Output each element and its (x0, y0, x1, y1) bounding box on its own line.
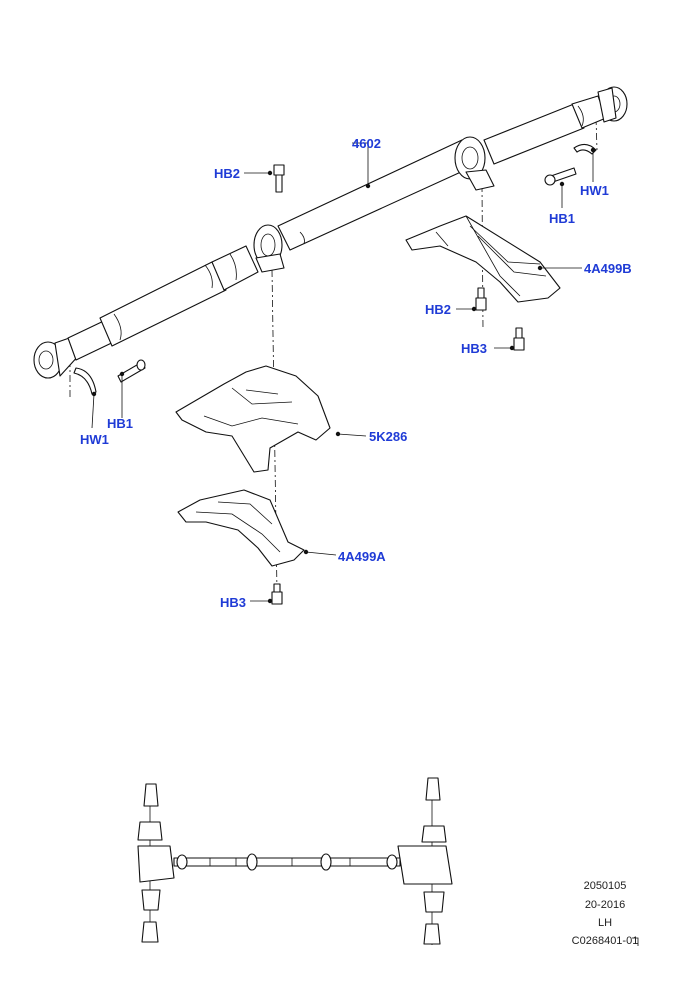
callout-4a499a: 4A499A (338, 549, 386, 564)
bolt-hb1-right (544, 167, 577, 186)
diagram-code: 2050105 (583, 880, 627, 892)
callout-hb2-right: HB2 (425, 302, 452, 317)
corner-mark (632, 937, 639, 946)
bolt-hb2-top (273, 164, 285, 193)
callout-hb2-top: HB2 (214, 166, 241, 181)
illustration-reference: C0268401-01 (571, 935, 639, 947)
washer-hw1-right (573, 143, 597, 155)
heat-shield-5k286 (175, 365, 331, 473)
bracket-4a499b (405, 215, 561, 303)
callout-hb3-bottom: HB3 (220, 595, 247, 610)
callout-4602: 4602 (352, 136, 381, 151)
bolt-hb2-right (475, 287, 487, 311)
washer-hw1-left (73, 367, 97, 395)
centerline-rear-flange (595, 117, 598, 151)
callout-5k286: 5K286 (369, 429, 408, 444)
propeller-shaft (33, 86, 628, 379)
callout-hb1-right: HB1 (549, 211, 576, 226)
callout-hb3-right: HB3 (461, 341, 488, 356)
diagram-date: 20-2016 (584, 899, 626, 911)
bracket-4a499a (177, 489, 305, 567)
bolt-hb3-bottom (271, 583, 283, 605)
bolt-hb3-right (513, 327, 525, 351)
bolt-hb1-left (117, 359, 146, 383)
leader-lines (91, 142, 596, 604)
callout-4a499b: 4A499B (584, 261, 632, 276)
callout-hw1-right: HW1 (580, 183, 609, 198)
vehicle-location-overview (137, 777, 453, 945)
callout-hw1-left: HW1 (80, 432, 109, 447)
callout-hb1-left: HB1 (107, 416, 134, 431)
drive-side: LH (597, 917, 613, 929)
